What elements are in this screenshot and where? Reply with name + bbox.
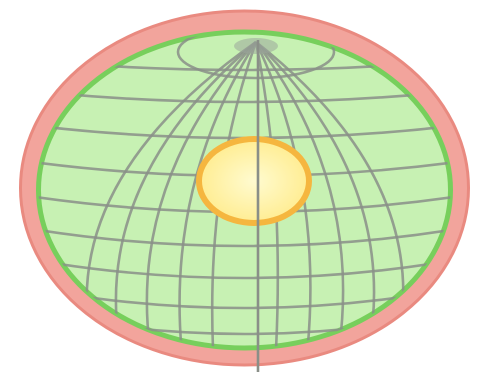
highlight-ellipse-icon xyxy=(199,139,309,223)
north-pole-cluster xyxy=(234,38,278,54)
